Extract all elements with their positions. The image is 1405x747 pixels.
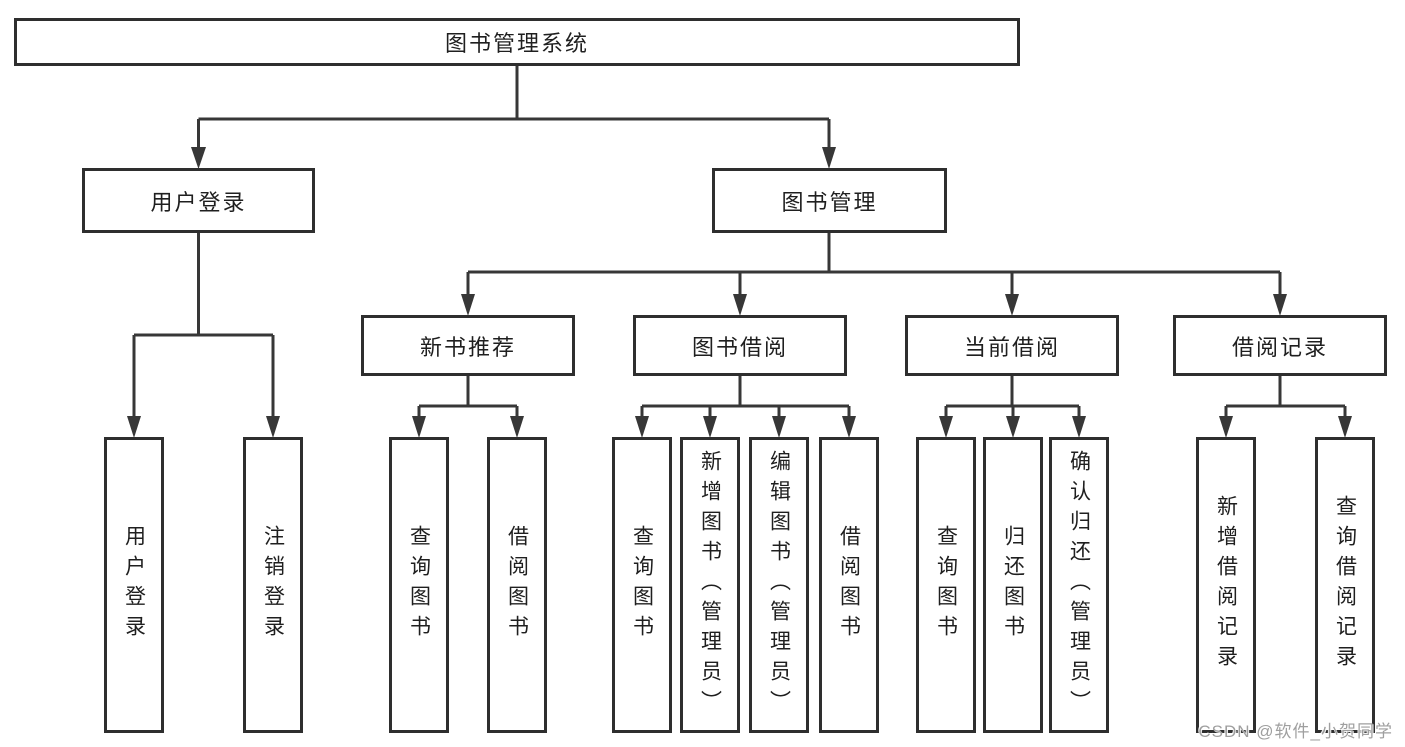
node-label: 新增借阅记录	[1214, 495, 1238, 675]
csdn-watermark: CSDN @软件_小贺同学	[1198, 722, 1393, 741]
node-add-borrow-record: 新增借阅记录	[1196, 437, 1256, 733]
node-label: 查询借阅记录	[1333, 495, 1357, 675]
node-label: 归还图书	[1001, 525, 1025, 645]
node-logout: 注销登录	[243, 437, 303, 733]
node-query-books-borrowing: 查询图书	[612, 437, 672, 733]
node-book-borrowing: 图书借阅	[633, 315, 847, 376]
node-label: 新增图书（管理员）	[698, 450, 722, 720]
arrowheads	[127, 147, 1352, 438]
node-label: 注销登录	[261, 525, 285, 645]
node-label: 借阅记录	[1231, 334, 1328, 360]
node-add-books-admin: 新增图书（管理员）	[680, 437, 740, 733]
node-label: 编辑图书（管理员）	[767, 450, 791, 720]
node-label: 图书管理	[781, 189, 878, 215]
node-label: 借阅图书	[505, 525, 529, 645]
node-label: 用户登录	[122, 525, 146, 645]
node-label: 用户登录	[150, 189, 247, 215]
node-label: 图书借阅	[691, 334, 788, 360]
node-label: 图书管理系统	[444, 31, 589, 56]
node-new-book-recommendation: 新书推荐	[361, 315, 575, 376]
node-query-borrow-record: 查询借阅记录	[1315, 437, 1375, 733]
node-current-borrowing: 当前借阅	[905, 315, 1119, 376]
node-book-management: 图书管理	[712, 168, 947, 233]
node-confirm-return-admin: 确认归还（管理员）	[1049, 437, 1109, 733]
node-label: 查询图书	[934, 525, 958, 645]
node-label: 查询图书	[630, 525, 654, 645]
node-borrow-books-borrowing: 借阅图书	[819, 437, 879, 733]
node-label: 查询图书	[407, 525, 431, 645]
node-user-login-leaf: 用户登录	[104, 437, 164, 733]
node-query-books-current: 查询图书	[916, 437, 976, 733]
node-label: 借阅图书	[837, 525, 861, 645]
node-label: 新书推荐	[419, 334, 516, 360]
node-query-books-recommend: 查询图书	[389, 437, 449, 733]
node-edit-books-admin: 编辑图书（管理员）	[749, 437, 809, 733]
node-label: 确认归还（管理员）	[1067, 450, 1091, 720]
node-borrow-books-recommend: 借阅图书	[487, 437, 547, 733]
node-borrowing-records: 借阅记录	[1173, 315, 1387, 376]
connector-paths	[132, 66, 1347, 418]
node-label: 当前借阅	[963, 334, 1060, 360]
node-user-login: 用户登录	[82, 168, 315, 233]
node-return-books: 归还图书	[983, 437, 1043, 733]
node-library-system: 图书管理系统	[14, 18, 1020, 66]
